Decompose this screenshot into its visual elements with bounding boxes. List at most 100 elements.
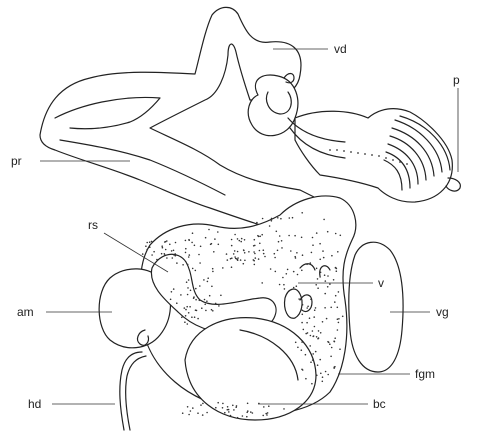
stipple-dot bbox=[213, 251, 215, 253]
stipple-dot bbox=[327, 275, 329, 277]
stipple-dot bbox=[181, 317, 183, 319]
label-vd: vd bbox=[334, 42, 347, 56]
stipple-dot bbox=[228, 411, 230, 413]
stipple-dot bbox=[145, 245, 147, 247]
stipple-dot bbox=[164, 241, 166, 243]
stipple-dot bbox=[173, 250, 175, 252]
stipple-dot bbox=[335, 233, 337, 235]
stipple-dot bbox=[191, 242, 193, 244]
stipple-dot bbox=[195, 309, 197, 311]
stipple-dot bbox=[280, 218, 282, 220]
stipple-dot bbox=[162, 247, 164, 249]
stipple-dot bbox=[310, 361, 312, 363]
stipple-dot bbox=[257, 235, 259, 237]
stipple-dot bbox=[231, 239, 233, 241]
stipple-dot bbox=[211, 243, 213, 245]
stipple-dot bbox=[237, 251, 239, 253]
stipple-dot bbox=[146, 249, 148, 251]
stipple-dot bbox=[149, 246, 151, 248]
stipple-dot bbox=[313, 316, 315, 318]
stipple-dot bbox=[314, 326, 316, 328]
label-v: v bbox=[378, 276, 384, 290]
stipple-dot bbox=[198, 254, 200, 256]
stipple-dot bbox=[255, 257, 257, 259]
stipple-dot bbox=[277, 217, 279, 219]
stipple-dot bbox=[334, 337, 336, 339]
stipple-dot bbox=[246, 416, 248, 418]
stipple-dot bbox=[199, 300, 201, 302]
stipple-dot bbox=[331, 347, 333, 349]
stipple-dot bbox=[317, 364, 319, 366]
stipple-dot bbox=[319, 276, 321, 278]
stipple-dot bbox=[227, 406, 229, 408]
stipple-dot bbox=[330, 356, 332, 358]
stipple-dot bbox=[169, 244, 171, 246]
stipple-dot bbox=[337, 329, 339, 331]
stipple-dot bbox=[269, 225, 271, 227]
stipple-dot bbox=[222, 407, 224, 409]
stipple-dot bbox=[205, 310, 207, 312]
stipple-dot bbox=[170, 299, 172, 301]
stipple-dot bbox=[217, 402, 219, 404]
stipple-dot bbox=[271, 218, 273, 220]
stipple-dot bbox=[230, 415, 232, 417]
stipple-dot bbox=[312, 359, 314, 361]
stipple-dot bbox=[224, 412, 226, 414]
stipple-dot bbox=[208, 229, 210, 231]
stipple-dot bbox=[265, 413, 267, 415]
stipple-dot bbox=[239, 240, 241, 242]
stipple-dot bbox=[282, 277, 284, 279]
stipple-dot bbox=[319, 259, 321, 261]
stipple-dot bbox=[327, 374, 329, 376]
label-hd: hd bbox=[28, 397, 41, 411]
stipple-dot bbox=[327, 231, 329, 233]
stipple-dot bbox=[271, 220, 273, 222]
stipple-dot bbox=[188, 414, 190, 416]
stipple-dot bbox=[242, 415, 244, 417]
stipple-dot bbox=[283, 408, 285, 410]
stipple-dot bbox=[253, 251, 255, 253]
stipple-dot bbox=[172, 257, 174, 259]
stipple-dot bbox=[218, 305, 220, 307]
stipple-dot bbox=[302, 254, 304, 256]
stipple-dot bbox=[200, 246, 202, 248]
stipple-dot bbox=[279, 235, 281, 237]
stipple-dot bbox=[248, 251, 250, 253]
stipple-dot bbox=[337, 251, 339, 253]
stipple-dot bbox=[176, 302, 178, 304]
stipple-dot bbox=[259, 236, 261, 238]
stipple-dot bbox=[317, 287, 319, 289]
stipple-dot bbox=[194, 316, 196, 318]
stipple-dot bbox=[320, 272, 322, 274]
stipple-dot bbox=[315, 351, 317, 353]
stipple-dot bbox=[244, 239, 246, 241]
stipple-dot bbox=[191, 316, 193, 318]
stipple-dot bbox=[197, 318, 199, 320]
stipple-dot bbox=[188, 239, 190, 241]
stipple-dot bbox=[142, 253, 144, 255]
stipple-dot bbox=[202, 403, 204, 405]
stipple-dot bbox=[151, 254, 153, 256]
stipple-dot bbox=[235, 406, 237, 408]
stipple-dot bbox=[339, 348, 341, 350]
stipple-dot bbox=[241, 238, 243, 240]
stipple-dot bbox=[292, 217, 294, 219]
label-rs: rs bbox=[88, 218, 98, 232]
stipple-dot bbox=[180, 294, 182, 296]
stipple-dot bbox=[193, 296, 195, 298]
stipple-dot bbox=[305, 378, 307, 380]
stipple-dot bbox=[254, 239, 256, 241]
stipple-dot bbox=[232, 405, 234, 407]
stipple-dot bbox=[218, 244, 220, 246]
stipple-dot bbox=[146, 242, 148, 244]
stipple-dot bbox=[312, 336, 314, 338]
stipple-dot bbox=[212, 310, 214, 312]
stipple-dot bbox=[319, 243, 321, 245]
stipple-dot bbox=[312, 353, 314, 355]
stipple-dot bbox=[252, 412, 254, 414]
stipple-dot bbox=[187, 294, 189, 296]
stipple-dot bbox=[301, 341, 303, 343]
stipple-dot bbox=[256, 222, 258, 224]
penis-body bbox=[295, 109, 452, 202]
stipple-dot bbox=[215, 303, 217, 305]
